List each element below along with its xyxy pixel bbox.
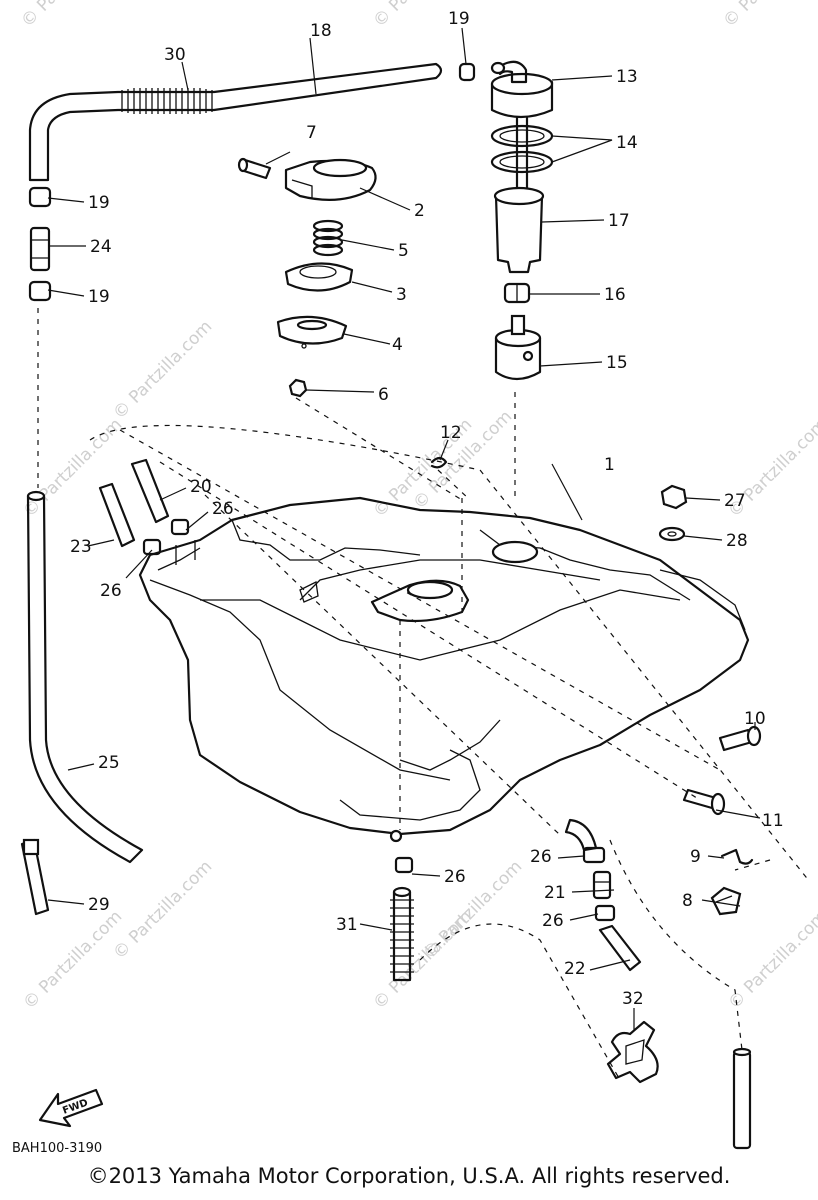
- callout-29: 29: [88, 895, 110, 915]
- watermark: © Partzilla.com: [724, 907, 818, 1014]
- watermark: © Partzilla.com: [109, 317, 216, 424]
- watermark: © Partzilla.com: [19, 907, 126, 1014]
- gasket-3: [284, 262, 354, 292]
- callout-26-tank-right: 26: [212, 499, 234, 519]
- callout-20: 20: [190, 477, 212, 497]
- callout-30: 30: [164, 45, 186, 65]
- callout-4: 4: [392, 335, 403, 355]
- callout-19-upper: 19: [88, 193, 110, 213]
- watermark: © Partzilla.com: [719, 0, 818, 32]
- hose-clamps-26: [142, 518, 616, 922]
- callout-6: 6: [378, 385, 389, 405]
- callout-19-lower: 19: [88, 287, 110, 307]
- callout-leaders: [47, 27, 761, 1030]
- short-hoses-20-23: [98, 458, 170, 548]
- breather-hose-18-30: [28, 62, 443, 182]
- nut-6: [288, 378, 308, 398]
- callout-18: 18: [310, 21, 332, 41]
- filter-15: [494, 314, 542, 381]
- callout-numbers: 1 2 3 4 5 6 7 8 9 10 11 12 13 14 15 16 1…: [70, 9, 784, 1009]
- bolt-7: [237, 157, 272, 180]
- callout-11: 11: [762, 811, 784, 831]
- callout-22: 22: [564, 959, 586, 979]
- callout-26-outlet-lower: 26: [542, 911, 564, 931]
- callout-17: 17: [608, 211, 630, 231]
- copyright-notice: ©2013 Yamaha Motor Corporation, U.S.A. A…: [87, 1164, 731, 1188]
- plate-4: [276, 315, 348, 349]
- hose-25: [26, 490, 144, 864]
- pump-cap-13: [490, 60, 554, 119]
- callout-3: 3: [396, 285, 407, 305]
- callout-9: 9: [690, 847, 701, 867]
- callout-14: 14: [616, 133, 638, 153]
- callout-24: 24: [90, 237, 112, 257]
- hose-22: [598, 924, 642, 972]
- nut-27: [660, 484, 688, 510]
- fwd-arrow-icon: FWD: [38, 1088, 104, 1128]
- callout-31: 31: [336, 915, 358, 935]
- callout-26-bottom: 26: [444, 867, 466, 887]
- spring-5: [312, 219, 344, 257]
- callout-12: 12: [440, 423, 462, 443]
- pump-body-17: [493, 186, 545, 274]
- callout-23: 23: [70, 537, 92, 557]
- watermark: © Partzilla.com: [17, 0, 124, 32]
- bolt-10: [718, 725, 762, 752]
- corrugated-section: [121, 88, 213, 114]
- clamp-16: [503, 282, 531, 304]
- bolt-11: [682, 788, 726, 816]
- callout-7: 7: [306, 123, 317, 143]
- callout-25: 25: [98, 753, 120, 773]
- band-29: [20, 838, 50, 916]
- callout-2: 2: [414, 201, 425, 221]
- fuel-tank-1: [138, 496, 750, 843]
- drawing-code: BAH100-3190: [12, 1141, 102, 1156]
- washers-14: [490, 116, 554, 192]
- callout-13: 13: [616, 67, 638, 87]
- washer-28: [658, 526, 686, 542]
- clip-12: [430, 456, 448, 469]
- holder-32: [606, 1020, 659, 1084]
- drain-pipe: [732, 1047, 752, 1150]
- callout-15: 15: [606, 353, 628, 373]
- watermark: © Partzilla.com: [19, 415, 126, 522]
- hose-joint-24: [29, 226, 51, 272]
- callout-1: 1: [604, 455, 615, 475]
- callout-5: 5: [398, 241, 409, 261]
- fuel-cap-2: [284, 158, 377, 201]
- callout-8: 8: [682, 891, 693, 911]
- callout-27: 27: [724, 491, 746, 511]
- clip-9: [720, 848, 754, 865]
- hose-joint-21: [592, 870, 612, 900]
- callout-28: 28: [726, 531, 748, 551]
- callout-26-tank-left: 26: [100, 581, 122, 601]
- callout-26-outlet-upper: 26: [530, 847, 552, 867]
- callout-32: 32: [622, 989, 644, 1009]
- hose-31: [390, 886, 414, 982]
- hose-clamps-19: [28, 62, 476, 302]
- grommet-8: [710, 886, 742, 916]
- callout-21: 21: [544, 883, 566, 903]
- callout-16: 16: [604, 285, 626, 305]
- watermark: © Partzilla.com: [419, 857, 526, 964]
- outlet-hose: [564, 818, 598, 852]
- callout-19-top: 19: [448, 9, 470, 29]
- watermark: © Partzilla.com: [109, 857, 216, 964]
- callout-10: 10: [744, 709, 766, 729]
